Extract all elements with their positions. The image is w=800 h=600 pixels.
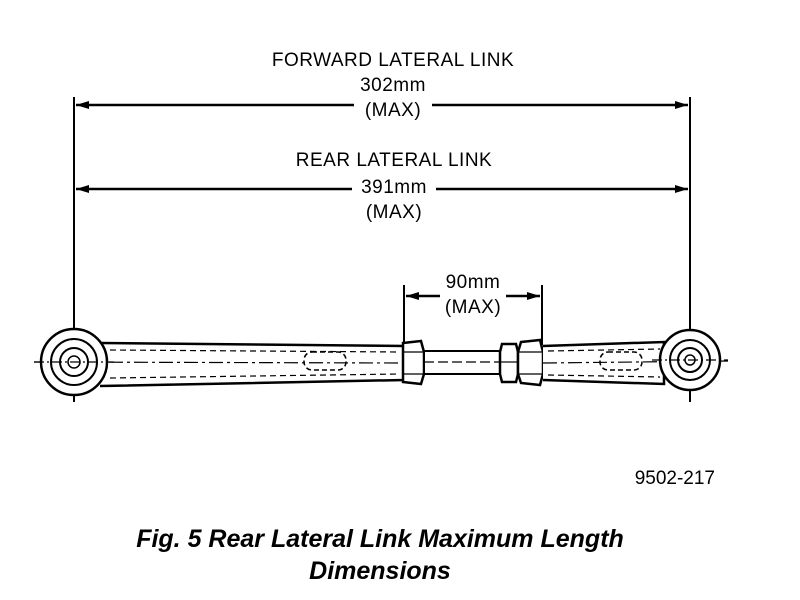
rear-link-title: REAR LATERAL LINK bbox=[296, 150, 492, 171]
right-eye-bushing bbox=[652, 328, 728, 392]
forward-link-value: 302mm bbox=[360, 75, 426, 96]
forward-link-qualifier: (MAX) bbox=[365, 100, 421, 121]
right-slot bbox=[599, 351, 643, 371]
figure-caption-line-1: Fig. 5 Rear Lateral Link Maximum Length bbox=[136, 525, 624, 553]
right-rod-inner-dashes bbox=[547, 348, 661, 378]
left-slot bbox=[303, 351, 347, 371]
right-lock-nut bbox=[516, 338, 545, 387]
left-eye-bushing bbox=[34, 327, 114, 397]
left-rod-inner-dashes bbox=[109, 349, 401, 379]
rear-link-dimension: REAR LATERAL LINK 391mm (MAX) bbox=[76, 150, 688, 223]
figure-number: 9502-217 bbox=[635, 468, 715, 489]
adjuster-dimension: 90mm (MAX) bbox=[406, 272, 540, 318]
forward-link-dimension: FORWARD LATERAL LINK 302mm (MAX) bbox=[76, 50, 688, 121]
threaded-stud bbox=[423, 350, 503, 375]
adjuster-qualifier: (MAX) bbox=[445, 297, 501, 318]
forward-link-title: FORWARD LATERAL LINK bbox=[272, 50, 514, 71]
rear-link-value: 391mm bbox=[361, 177, 427, 198]
figure-caption-line-2: Dimensions bbox=[309, 557, 451, 585]
link-assembly bbox=[33, 327, 729, 397]
coupling-nut bbox=[498, 342, 520, 384]
left-rod-body bbox=[99, 341, 406, 388]
adjuster-value: 90mm bbox=[446, 272, 501, 293]
left-lock-nut bbox=[401, 339, 426, 386]
rear-link-qualifier: (MAX) bbox=[366, 202, 422, 223]
